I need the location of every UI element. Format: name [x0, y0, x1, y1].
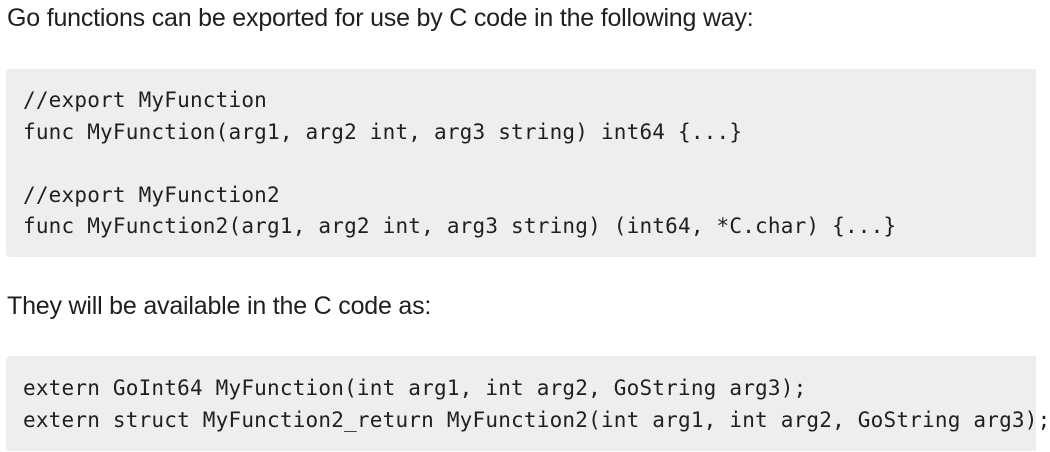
code-line: //export MyFunction — [23, 88, 268, 112]
code-line: extern struct MyFunction2_return MyFunct… — [23, 408, 1050, 432]
intro-paragraph: Go functions can be exported for use by … — [7, 4, 754, 32]
go-code-block: //export MyFunction func MyFunction(arg1… — [6, 69, 1036, 257]
c-code-block: extern GoInt64 MyFunction(int arg1, int … — [6, 356, 1050, 451]
code-line: func MyFunction2(arg1, arg2 int, arg3 st… — [23, 214, 897, 238]
code-line: func MyFunction(arg1, arg2 int, arg3 str… — [23, 120, 743, 144]
availability-paragraph: They will be available in the C code as: — [7, 292, 432, 320]
code-line: //export MyFunction2 — [23, 183, 280, 207]
code-line: extern GoInt64 MyFunction(int arg1, int … — [23, 376, 807, 400]
